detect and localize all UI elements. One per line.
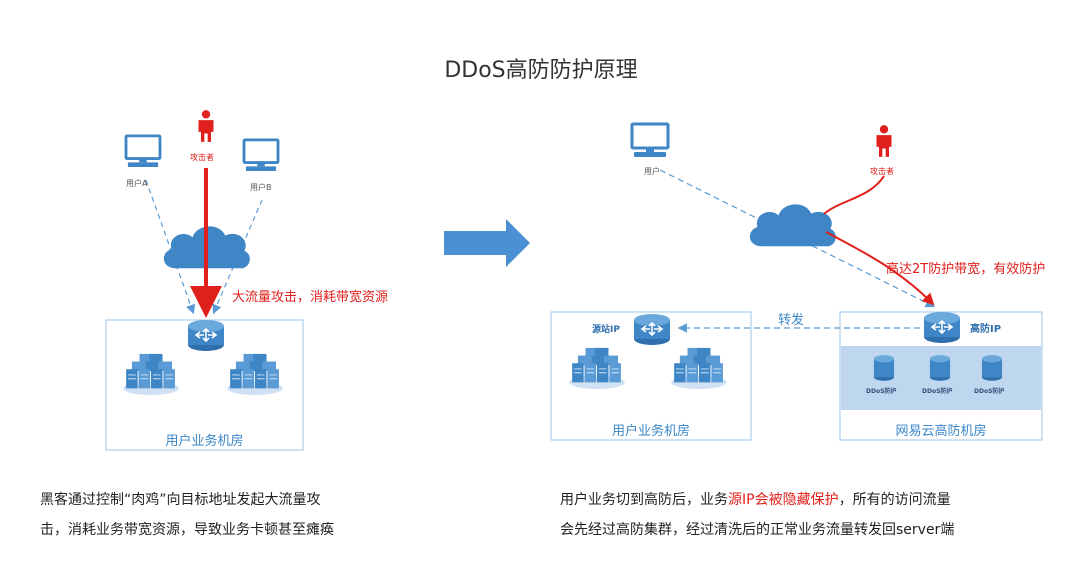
transition-arrow-icon xyxy=(444,219,530,267)
right-caption-line1: 用户业务切到高防后，业务源IP会被隐藏保护，所有的访问流量 xyxy=(560,485,954,515)
right-user-label: 用户 xyxy=(644,167,660,176)
right-caption-line2: 会先经过高防集群，经过清洗后的正常业务流量转发回server端 xyxy=(560,522,955,538)
ddos-node-2-icon xyxy=(929,355,951,381)
left-room-label: 用户业务机房 xyxy=(165,434,244,449)
right-attacker-icon xyxy=(876,125,892,157)
right-attacker-label: 攻击者 xyxy=(870,167,894,176)
ddos-node-3-icon xyxy=(981,355,1003,381)
ddos-node-2-label: DDoS防护 xyxy=(922,388,953,395)
protect-label: 高达2T防护带宽，有效防护 xyxy=(886,262,1046,277)
high-ip-router-icon xyxy=(923,311,961,344)
source-ip-router-icon xyxy=(633,313,671,346)
left-attack-label: 大流量攻击，消耗带宽资源 xyxy=(232,290,389,305)
forward-label: 转发 xyxy=(778,313,805,328)
right-attack-to-cloud xyxy=(823,175,885,215)
page-title: DDoS高防防护原理 xyxy=(444,58,638,83)
right-caption-highlight: 源IP会被隐藏保护 xyxy=(728,492,839,508)
right-attack-to-highip xyxy=(825,231,935,306)
right-caption-line1-a: 用户业务切到高防后，业务 xyxy=(560,492,728,508)
ddos-node-1-icon xyxy=(873,355,895,381)
left-router-icon xyxy=(187,319,225,352)
left-user-b-monitor-icon xyxy=(242,138,280,172)
left-attacker-label: 攻击者 xyxy=(190,153,214,162)
right-user-monitor-icon xyxy=(630,122,670,158)
high-ip-label: 高防IP xyxy=(970,324,1002,335)
left-caption: 黑客通过控制“肉鸡”向目标地址发起大流量攻 击，消耗业务带宽资源，导致业务卡顿甚… xyxy=(40,485,334,545)
right-caption: 用户业务切到高防后，业务源IP会被隐藏保护，所有的访问流量 会先经过高防集群，经… xyxy=(560,485,954,545)
left-caption-line2: 击，消耗业务带宽资源，导致业务卡顿甚至瘫痪 xyxy=(40,522,334,538)
cloud-room-label: 网易云高防机房 xyxy=(895,424,987,439)
right-cloud-icon xyxy=(749,204,836,247)
left-user-b-label: 用户B xyxy=(250,183,272,192)
ddos-node-1-label: DDoS防护 xyxy=(866,388,897,395)
left-user-b-flow xyxy=(212,199,263,315)
ddos-node-3-label: DDoS防护 xyxy=(974,388,1005,395)
right-user-room-label: 用户业务机房 xyxy=(611,424,690,439)
left-attacker-icon xyxy=(198,110,214,142)
left-caption-line1: 黑客通过控制“肉鸡”向目标地址发起大流量攻 xyxy=(40,492,321,508)
left-user-a-monitor-icon xyxy=(124,134,162,168)
left-user-a-label: 用户A xyxy=(126,179,148,188)
source-ip-label: 源站IP xyxy=(592,325,620,335)
right-caption-line1-b: ，所有的访问流量 xyxy=(838,492,951,508)
